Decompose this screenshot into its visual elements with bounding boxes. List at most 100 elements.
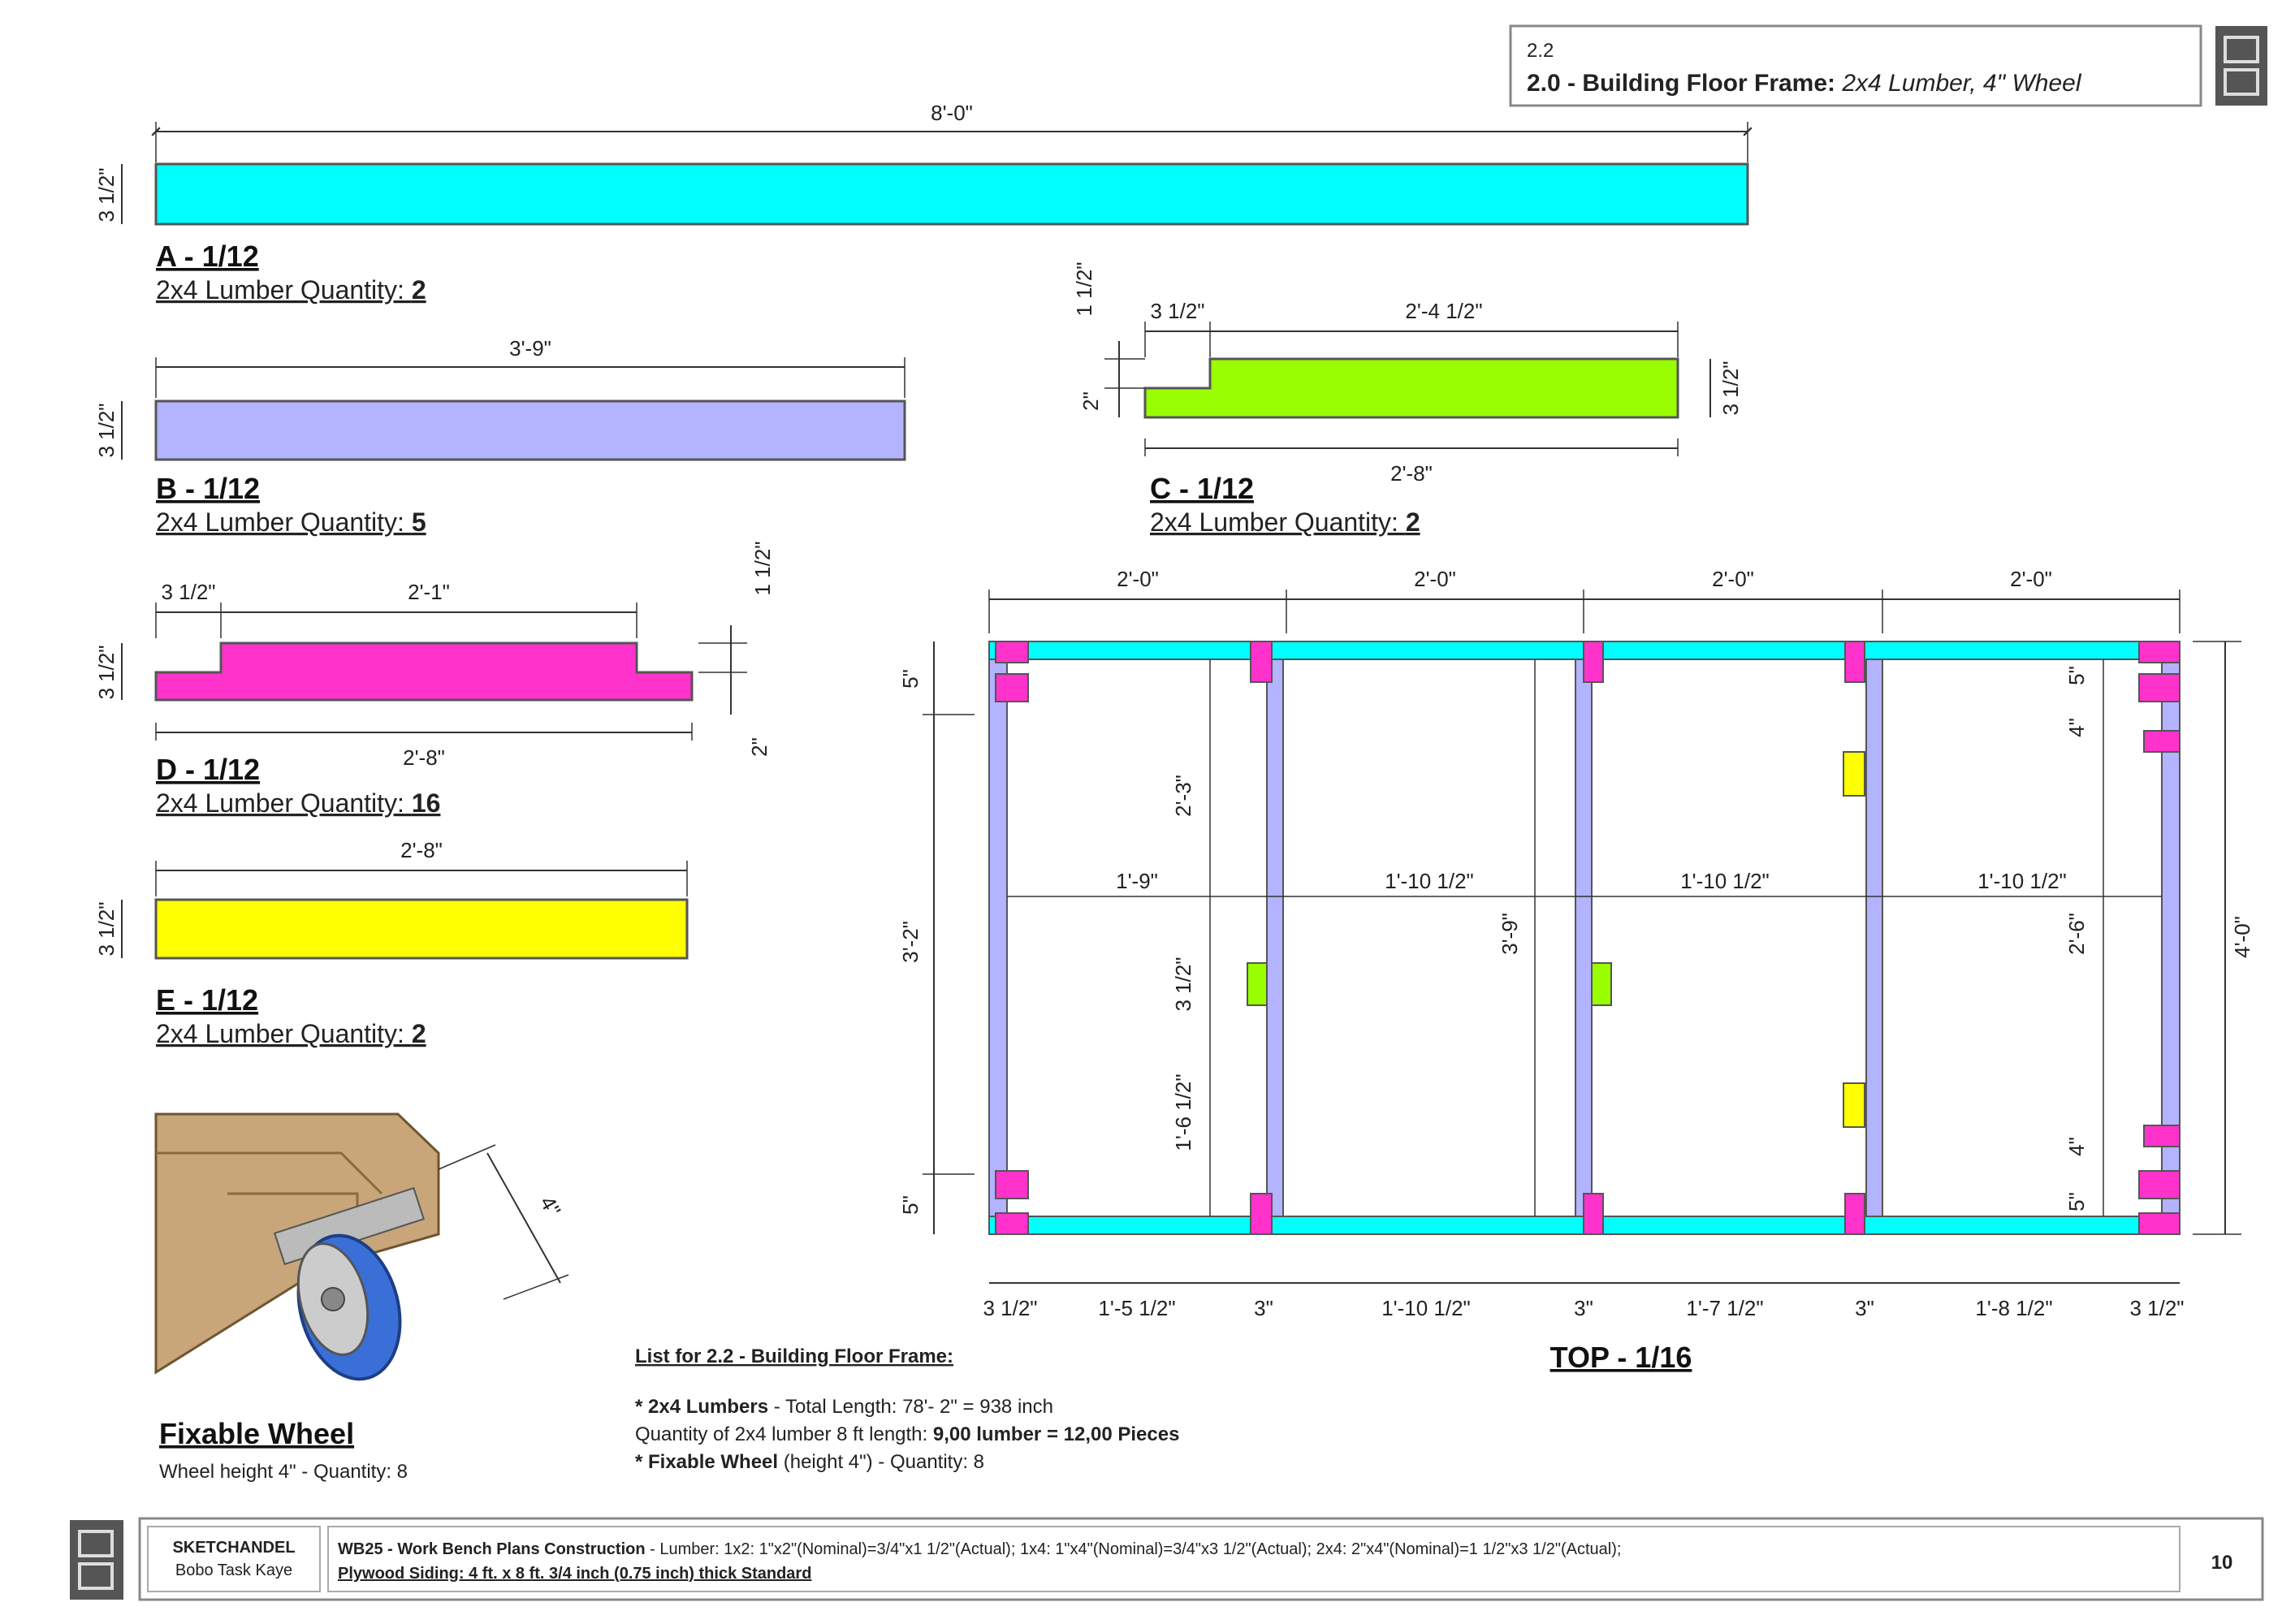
c-block-2 <box>1591 962 1612 1006</box>
part-d-notch: 3 1/2" <box>161 580 215 604</box>
part-c-bottom-length: 2'-8" <box>1390 461 1433 486</box>
inner-dim-9: 5" <box>2064 1192 2089 1212</box>
overall-height: 4'-0" <box>2230 916 2254 958</box>
top-dim-2: 2'-0" <box>1414 567 1456 591</box>
footer-desc-specs: - Lumber: 1x2: 1"x2"(Nominal)=3/4"x1 1/2… <box>646 1540 1622 1558</box>
inner-dim-3: 1'-6 1/2" <box>1171 1073 1195 1151</box>
svg-text:2x4 Lumber Quantity: 2: 2x4 Lumber Quantity: 2 <box>156 275 426 304</box>
part-d-top-length: 2'-1" <box>408 580 450 604</box>
part-e-board <box>154 898 689 960</box>
part-c-width: 3 1/2" <box>1718 361 1743 415</box>
part-e-width: 3 1/2" <box>94 901 119 956</box>
part-e-label: E - 1/12 <box>156 983 258 1017</box>
inner-dim-7: 5" <box>2064 666 2089 685</box>
joist-4 <box>1865 659 1883 1217</box>
part-c-board <box>1143 357 1679 419</box>
part-d-qty-label: 2x4 Lumber Quantity: <box>156 788 412 818</box>
mid-dim-1: 1'-9" <box>1116 869 1158 893</box>
left-dim-top: 5" <box>898 669 923 689</box>
part-a-qty: 2 <box>412 275 426 304</box>
svg-text:WB25 - Work Bench Plans Constr: WB25 - Work Bench Plans Construction - L… <box>338 1540 1621 1558</box>
footer-desc-title: WB25 - Work Bench Plans Construction <box>338 1540 646 1558</box>
part-e-length: 2'-8" <box>400 838 443 862</box>
header-box: 2.2 2.0 - Building Floor Frame: 2x4 Lumb… <box>1509 24 2202 107</box>
svg-text:2.0 - Building Floor Frame:: 2.0 - Building Floor Frame: 2x4 Lumber, … <box>1527 70 2082 97</box>
bottom-dim-9: 3 1/2" <box>2129 1296 2184 1320</box>
c-block-1 <box>1247 962 1268 1006</box>
part-a-width: 3 1/2" <box>94 167 119 222</box>
svg-text:2x4 Lumber Quantity: 2: 2x4 Lumber Quantity: 2 <box>1150 508 1420 537</box>
part-a: 8'-0" 3 1/2" A - 1/12 2x4 Lumber Quantit… <box>94 101 1753 304</box>
part-d: 3 1/2" 2'-1" 2'-8" 3 1/2" 1 1/2" 2" D - … <box>94 541 775 818</box>
part-b-qty: 5 <box>412 508 426 537</box>
bottom-dim-3: 3" <box>1254 1296 1273 1320</box>
part-d-bottom-length: 2'-8" <box>403 745 445 770</box>
wheel-subtitle: Wheel height 4" - Quantity: 8 <box>159 1461 408 1483</box>
top-dim-3: 2'-0" <box>1712 567 1754 591</box>
list-line3-label: * Fixable Wheel <box>635 1451 778 1473</box>
list-line3-value: (height 4") - Quantity: 8 <box>778 1451 984 1473</box>
part-c-label: C - 1/12 <box>1150 472 1254 505</box>
part-c: 3 1/2" 2'-4 1/2" 2'-8" 3 1/2" 1 1/2" 2" … <box>1072 261 1743 537</box>
materials-list: List for 2.2 - Building Floor Frame: * 2… <box>635 1345 1179 1473</box>
e-block-1 <box>1843 751 1865 797</box>
svg-text:2x4 Lumber Quantity: 5: 2x4 Lumber Quantity: 5 <box>156 508 426 537</box>
bottom-dim-7: 3" <box>1855 1296 1874 1320</box>
part-c-top-length: 2'-4 1/2" <box>1405 299 1482 323</box>
brand-line1: SKETCHANDEL <box>172 1539 295 1557</box>
part-e-qty-label: 2x4 Lumber Quantity: <box>156 1019 412 1048</box>
bottom-dim-5: 3" <box>1574 1296 1593 1320</box>
part-d-board <box>154 641 694 702</box>
part-c-qty-label: 2x4 Lumber Quantity: <box>1150 508 1406 537</box>
bottom-dim-8: 1'-8 1/2" <box>1975 1296 2052 1320</box>
top-dim-1: 2'-0" <box>1117 567 1159 591</box>
bottom-dim-6: 1'-7 1/2" <box>1686 1296 1763 1320</box>
part-d-notch-height: 2" <box>747 737 771 757</box>
header-title: 2.0 - Building Floor Frame: <box>1527 70 1835 97</box>
part-b-width: 3 1/2" <box>94 403 119 457</box>
part-b-board <box>154 400 906 461</box>
bottom-dim-4: 1'-10 1/2" <box>1381 1296 1471 1320</box>
bottom-dim-1: 3 1/2" <box>983 1296 1037 1320</box>
part-d-label: D - 1/12 <box>156 753 260 786</box>
footer-desc-line2: Plywood Siding: 4 ft. x 8 ft. 3/4 inch (… <box>338 1565 811 1583</box>
part-c-qty: 2 <box>1406 508 1420 537</box>
top-dim-4: 2'-0" <box>2010 567 2052 591</box>
joist-3 <box>1575 659 1593 1217</box>
inner-dim-1: 2'-3" <box>1171 775 1195 817</box>
brand-line2: Bobo Task Kaye <box>175 1561 292 1579</box>
section-number: 2.2 <box>1527 40 1554 62</box>
svg-text:* 2x4 Lumbers - Total Length:: * 2x4 Lumbers - Total Length: 78'- 2" = … <box>635 1396 1053 1418</box>
mid-dim-3: 1'-10 1/2" <box>1680 869 1770 893</box>
svg-text:2x4 Lumber Quantity: 2: 2x4 Lumber Quantity: 2 <box>156 1019 426 1048</box>
part-d-notch-depth: 1 1/2" <box>750 541 775 595</box>
left-dim-mid: 3'-2" <box>898 921 923 963</box>
e-block-2 <box>1843 1082 1865 1128</box>
inner-dim-8: 4" <box>2064 1137 2089 1156</box>
mid-dim-4: 1'-10 1/2" <box>1977 869 2067 893</box>
svg-text:* Fixable Wheel (height 4") -: * Fixable Wheel (height 4") - Quantity: … <box>635 1451 984 1473</box>
wheel-height-dim: 4" <box>535 1192 566 1221</box>
part-e: 2'-8" 3 1/2" E - 1/12 2x4 Lumber Quantit… <box>94 838 689 1048</box>
part-b: 3'-9" 3 1/2" B - 1/12 2x4 Lumber Quantit… <box>94 336 906 537</box>
svg-text:Quantity of 2x4 lumber 8 ft le: Quantity of 2x4 lumber 8 ft length: 9,00… <box>635 1423 1179 1445</box>
joist-1 <box>988 659 1008 1217</box>
logo-top-icon <box>2215 26 2267 106</box>
bottom-dim-2: 1'-5 1/2" <box>1098 1296 1175 1320</box>
part-b-label: B - 1/12 <box>156 472 260 505</box>
left-dim-bottom: 5" <box>898 1195 923 1215</box>
joist-2 <box>1266 659 1284 1217</box>
mid-dim-2: 1'-10 1/2" <box>1385 869 1474 893</box>
wheel-illustration: 4" Fixable Wheel Wheel height 4" - Quant… <box>154 1112 569 1483</box>
part-d-qty: 16 <box>412 788 441 818</box>
list-line2-value: 9,00 lumber = 12,00 Pieces <box>933 1423 1180 1445</box>
part-e-qty: 2 <box>412 1019 426 1048</box>
part-b-qty-label: 2x4 Lumber Quantity: <box>156 508 412 537</box>
list-line1-label: * 2x4 Lumbers <box>635 1396 768 1418</box>
inner-dim-2: 3 1/2" <box>1171 957 1195 1011</box>
svg-text:2x4 Lumber Quantity: 16: 2x4 Lumber Quantity: 16 <box>156 788 440 818</box>
header-subtitle: 2x4 Lumber, 4" Wheel <box>1841 70 2081 97</box>
top-view: 2'-0" 2'-0" 2'-0" 2'-0" <box>898 567 2254 1374</box>
list-line2-label: Quantity of 2x4 lumber 8 ft length: <box>635 1423 933 1445</box>
